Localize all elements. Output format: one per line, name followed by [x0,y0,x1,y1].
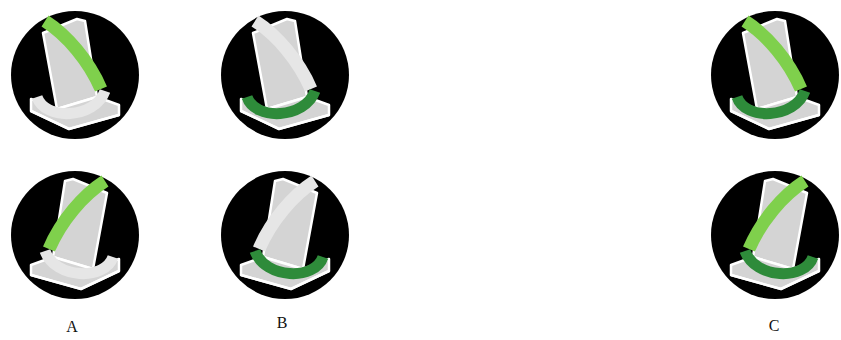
seat-icon [711,11,839,139]
option-label: B [277,314,288,332]
option-label: A [66,318,78,336]
seat-icon [11,171,139,299]
seat-icon [221,11,349,139]
option-label: C [769,317,780,335]
seat-icon [221,171,349,299]
seat-icon [11,11,139,139]
seat-icon [711,171,839,299]
